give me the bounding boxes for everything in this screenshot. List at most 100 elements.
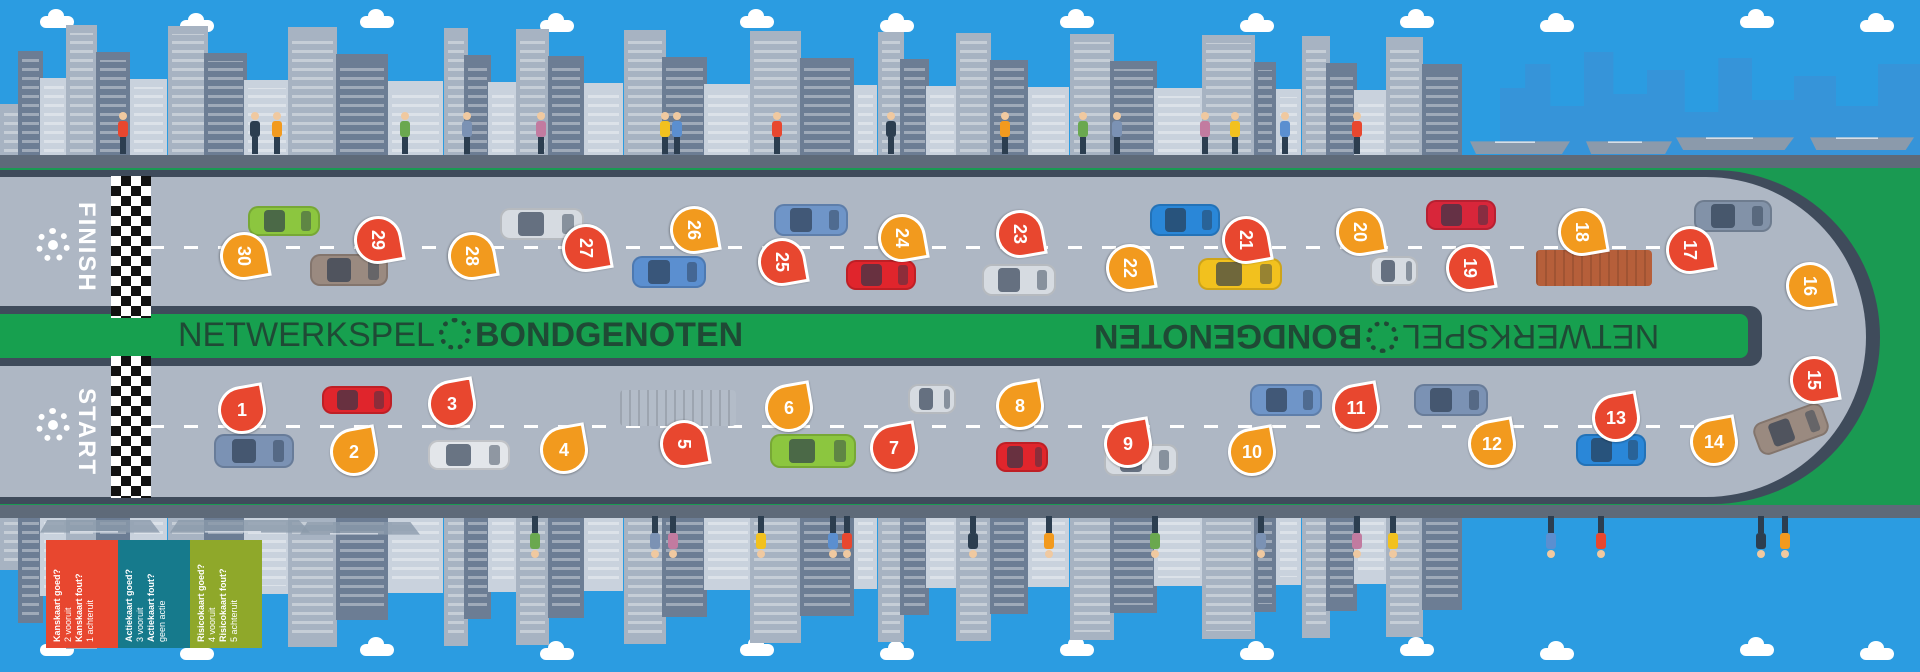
cloud — [740, 9, 774, 28]
building — [40, 78, 68, 164]
space-number: 14 — [1703, 432, 1725, 452]
median-strip — [0, 314, 1748, 358]
pedestrian — [400, 112, 410, 154]
car — [908, 384, 956, 414]
space-number: 3 — [446, 394, 457, 414]
space-marker-13: 13 — [1588, 390, 1644, 446]
space-number: 25 — [772, 251, 792, 273]
space-marker-30: 30 — [216, 228, 272, 284]
title-regular-mirrored: NETWERKSPEL — [1402, 317, 1660, 355]
space-number: 24 — [892, 227, 912, 249]
cloud — [360, 9, 394, 28]
space-marker-28: 28 — [444, 228, 500, 284]
building — [990, 60, 1028, 164]
pedestrian — [118, 112, 128, 154]
building — [388, 81, 443, 164]
building — [0, 104, 22, 164]
space-number: 12 — [1481, 434, 1503, 454]
pedestrian-reflection — [1044, 516, 1054, 558]
title-regular: NETWERKSPEL — [178, 316, 435, 354]
pedestrian — [1112, 112, 1122, 154]
building — [926, 86, 958, 164]
pedestrian — [1352, 112, 1362, 154]
pedestrian-reflection — [650, 516, 660, 558]
building — [18, 51, 43, 164]
space-marker-15: 15 — [1786, 352, 1842, 408]
building — [662, 57, 707, 164]
pedestrian — [536, 112, 546, 154]
pedestrian — [1280, 112, 1290, 154]
pedestrian-reflection — [1596, 516, 1606, 558]
space-marker-17: 17 — [1662, 222, 1718, 278]
boat — [1810, 137, 1914, 150]
start-label: START — [73, 388, 100, 477]
building — [288, 27, 337, 164]
scoring-legend: Kanskaart goed? 2 vooruit Kanskaart fout… — [46, 540, 266, 648]
space-number: 15 — [1804, 369, 1824, 391]
building — [854, 510, 877, 589]
building — [990, 510, 1028, 614]
space-marker-24: 24 — [874, 210, 930, 266]
space-marker-7: 7 — [866, 420, 922, 476]
pedestrian — [1200, 112, 1210, 154]
car — [428, 440, 510, 470]
building — [704, 84, 752, 164]
legend-risicokaart: Risicokaart goed? 4 vooruit Risicokaart … — [190, 540, 262, 648]
car — [1250, 384, 1322, 416]
space-number: 21 — [1236, 229, 1256, 251]
title-bold-mirrored: BONDGENOTEN — [1094, 317, 1363, 355]
building — [956, 33, 991, 164]
space-marker-29: 29 — [350, 212, 406, 268]
building — [1422, 510, 1462, 610]
building — [464, 510, 491, 619]
cloud — [1240, 13, 1274, 32]
cloud — [1540, 13, 1574, 32]
space-number: 17 — [1680, 239, 1700, 261]
building — [926, 510, 958, 588]
building — [1326, 63, 1357, 164]
gear-logo-icon — [1366, 321, 1399, 353]
pedestrian — [672, 112, 682, 154]
building — [130, 79, 167, 164]
space-number: 29 — [368, 229, 388, 251]
car — [1150, 204, 1220, 236]
space-number: 1 — [236, 400, 247, 420]
space-marker-22: 22 — [1102, 240, 1158, 296]
pedestrian-reflection — [1352, 516, 1362, 558]
boat — [1676, 137, 1794, 150]
space-number: 10 — [1241, 442, 1263, 462]
space-marker-8: 8 — [992, 378, 1048, 434]
building — [1028, 87, 1069, 164]
cloud — [1400, 637, 1434, 656]
building — [168, 26, 208, 164]
building — [1302, 36, 1330, 164]
space-marker-10: 10 — [1224, 424, 1280, 480]
car — [770, 434, 856, 468]
space-marker-14: 14 — [1686, 414, 1742, 470]
space-marker-25: 25 — [754, 234, 810, 290]
car — [1370, 256, 1418, 286]
building — [548, 510, 584, 618]
car — [774, 204, 848, 236]
space-number: 13 — [1605, 408, 1627, 428]
space-marker-5: 5 — [656, 416, 712, 472]
building — [488, 510, 518, 592]
building — [1254, 62, 1276, 164]
car — [996, 442, 1048, 472]
car — [982, 264, 1056, 296]
pedestrian-reflection — [756, 516, 766, 558]
car — [1426, 200, 1496, 230]
cloud — [1400, 9, 1434, 28]
pedestrian-reflection — [530, 516, 540, 558]
boat — [1586, 141, 1672, 154]
space-number: 7 — [888, 438, 899, 458]
building — [1276, 510, 1301, 585]
finish-gear-icon — [36, 228, 70, 262]
space-number: 4 — [558, 440, 569, 460]
building — [488, 82, 518, 164]
space-number: 28 — [462, 245, 482, 267]
lane-divider-top — [150, 246, 1710, 249]
space-number: 26 — [684, 219, 704, 241]
building — [204, 53, 247, 164]
cloud — [1740, 637, 1774, 656]
